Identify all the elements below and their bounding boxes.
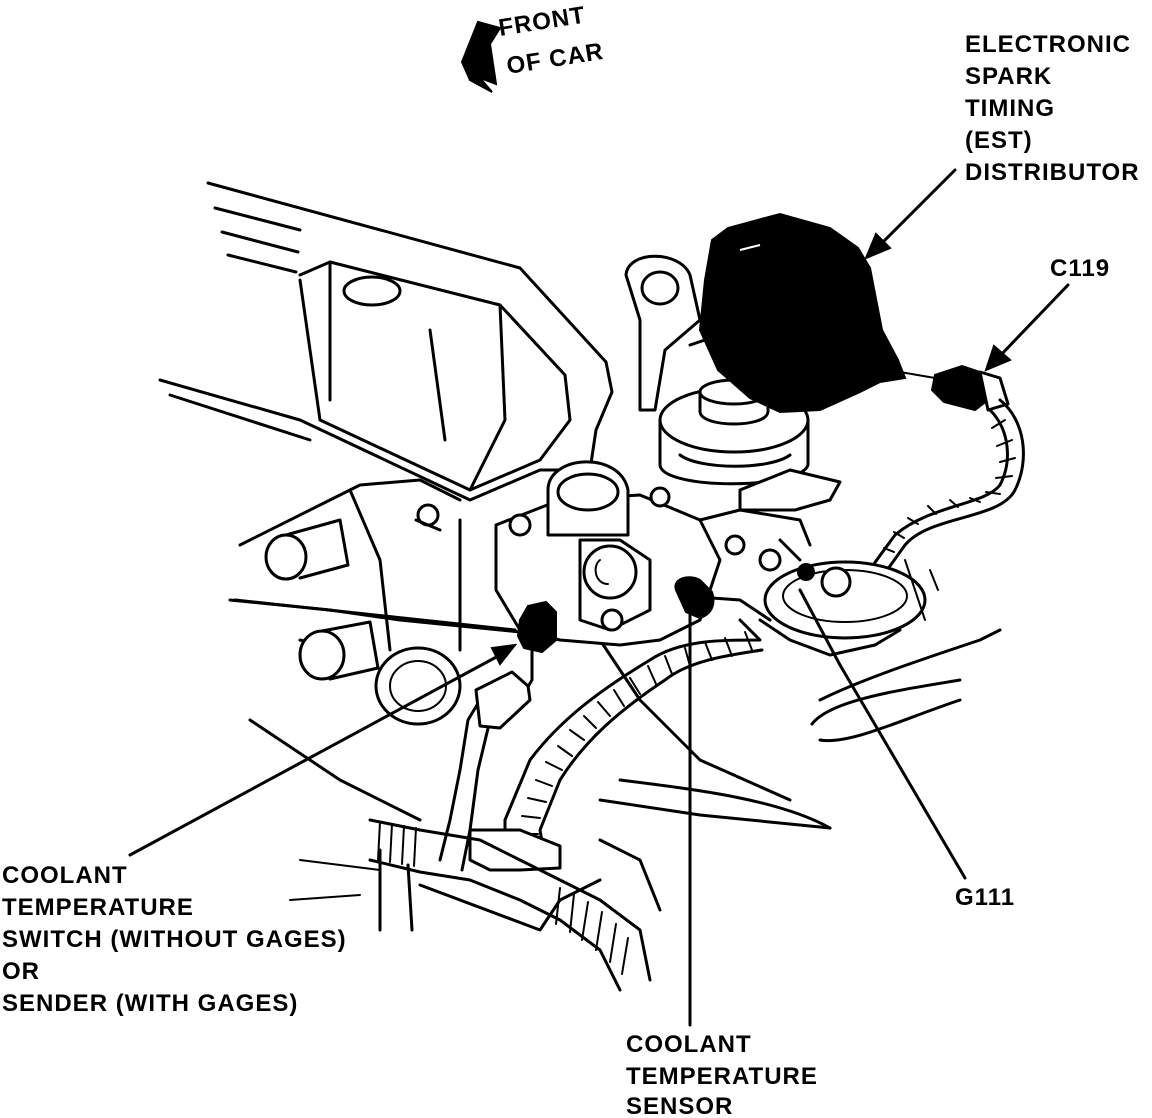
- coolant-temperature-sensor: [674, 576, 772, 622]
- switch-label-line-2: TEMPERATURE: [2, 894, 194, 921]
- front-label-line-1: FRONT: [497, 2, 588, 42]
- sensor-label-line-1: COOLANT: [626, 1031, 752, 1058]
- sensor-label-line-2: TEMPERATURE: [626, 1063, 818, 1090]
- lift-bracket: [624, 254, 702, 412]
- valve-cover: [158, 181, 614, 502]
- distributor-label-line-3: TIMING: [965, 95, 1055, 122]
- switch-label: COOLANT TEMPERATURE SWITCH (WITHOUT GAGE…: [2, 862, 347, 1017]
- g111-ground-bracket: [724, 534, 939, 657]
- leader-arrows: [128, 168, 1070, 1027]
- switch-label-line-3: SWITCH (WITHOUT GAGES): [2, 926, 347, 953]
- sensor-label-line-3: SENSOR: [626, 1093, 733, 1118]
- distributor-label-line-1: ELECTRONIC: [965, 31, 1131, 58]
- front-arrow-icon: [460, 20, 502, 93]
- egr-valve: [658, 378, 842, 547]
- front-label-line-2: OF CAR: [505, 38, 606, 80]
- g111-label: G111: [955, 884, 1015, 911]
- sensor-label: COOLANT TEMPERATURE SENSOR: [626, 1031, 818, 1118]
- switch-label-line-1: COOLANT: [2, 862, 128, 889]
- intake-manifold: [228, 478, 792, 932]
- hose-fitting: [374, 646, 462, 726]
- distributor-label: ELECTRONIC SPARK TIMING (EST) DISTRIBUTO…: [965, 31, 1140, 186]
- thermostat-housing: [414, 460, 722, 647]
- switch-arrow-icon: [490, 643, 518, 666]
- c119-label: C119: [1050, 255, 1110, 282]
- distributor-label-line-2: SPARK: [965, 63, 1052, 90]
- front-of-car-indicator: FRONT OF CAR: [460, 2, 606, 93]
- distributor-arrow-icon: [864, 232, 892, 260]
- wiring-harness: [368, 618, 764, 992]
- c119-arrow-icon: [984, 344, 1012, 372]
- switch-label-line-5: SENDER (WITH GAGES): [2, 990, 298, 1017]
- distributor-label-line-5: DISTRIBUTOR: [965, 159, 1140, 186]
- switch-label-line-4: OR: [2, 958, 40, 985]
- c119-connector: [866, 364, 1025, 582]
- oil-fill-cap: [342, 275, 402, 307]
- est-distributor: [688, 212, 936, 414]
- distributor-label-line-4: (EST): [965, 127, 1033, 154]
